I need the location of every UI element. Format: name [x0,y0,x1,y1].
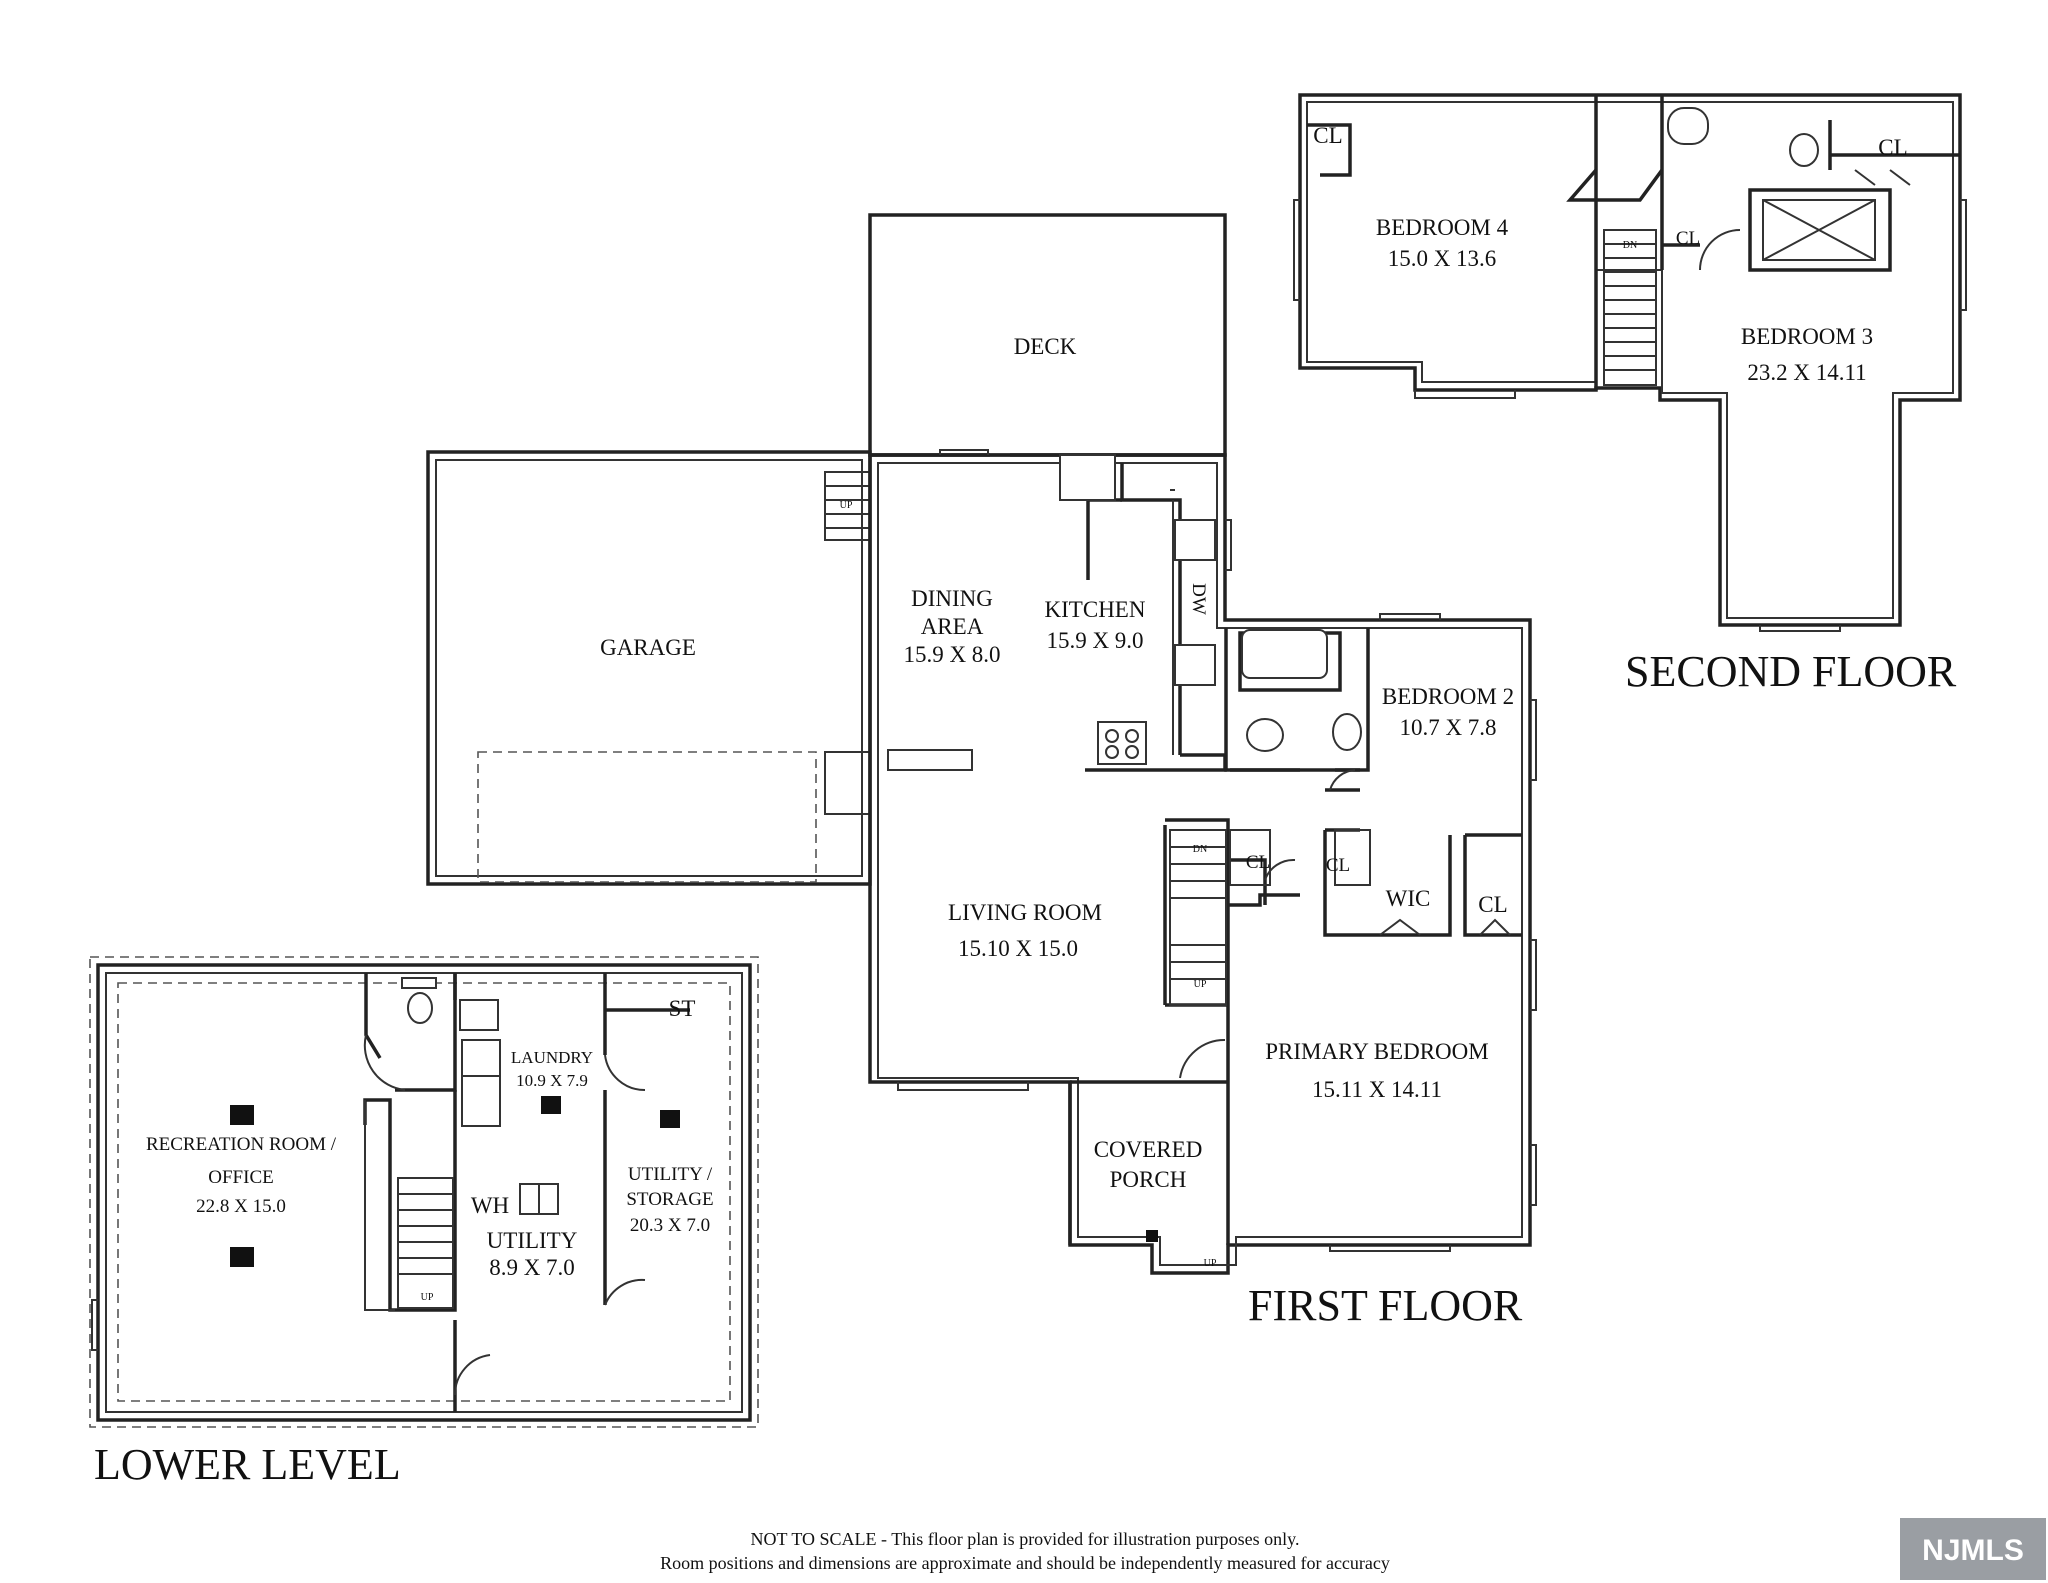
closet-label: CL [1313,123,1342,148]
bathtub-icon [1241,629,1328,679]
deck-label: DECK [1014,334,1077,359]
support-post [230,1247,254,1267]
second-floor-stairs [1603,229,1657,386]
range-icon [1097,721,1147,765]
kitchen-label: KITCHEN [1045,597,1146,622]
sink-icon [459,999,499,1031]
svg-text:NJMLS: NJMLS [1922,1534,2024,1567]
closet-label: CL [1676,228,1700,249]
dining-label-line2: AREA [921,614,984,639]
dining-dims: 15.9 X 8.0 [903,642,1000,667]
lower-level-plan: RECREATION ROOM / OFFICE 22.8 X 15.0 LAU… [89,956,759,1489]
dishwasher-label: DW [1188,583,1209,615]
bedroom3-label: BEDROOM 3 [1741,324,1873,349]
utility-dims: 8.9 X 7.0 [489,1255,575,1280]
second-floor-title: SECOND FLOOR [1625,647,1957,696]
wic-label: WIC [1386,886,1431,911]
stair-up-label: UP [421,1292,434,1303]
closet-label: CL [1246,852,1270,873]
recreation-label-line1: RECREATION ROOM / [146,1134,337,1155]
lower-level-title: LOWER LEVEL [94,1440,401,1489]
utility-storage-label-line2: STORAGE [626,1189,713,1210]
living-room-label: LIVING ROOM [948,900,1102,925]
living-room-dims: 15.10 X 15.0 [958,936,1078,961]
toilet-icon [1246,718,1284,752]
closet-label: CL [1326,855,1350,876]
primary-bedroom-label: PRIMARY BEDROOM [1265,1039,1488,1064]
toilet-icon [401,977,437,989]
utility-storage-dims: 20.3 X 7.0 [630,1215,710,1236]
stair-down-label: DN [1623,240,1637,251]
kitchen-dims: 15.9 X 9.0 [1046,628,1143,653]
water-heater-label: WH [471,1193,509,1218]
bedroom2-dims: 10.7 X 7.8 [1399,715,1496,740]
bedroom3-dims: 23.2 X 14.11 [1747,360,1866,385]
utility-label: UTILITY [487,1228,578,1253]
porch-label-line1: COVERED [1094,1137,1203,1162]
recreation-label-line2: OFFICE [208,1167,273,1188]
stair-up-label: UP [1194,979,1207,990]
njmls-logo: NJMLS [1900,1518,2046,1580]
dining-label-line1: DINING [911,586,993,611]
utility-storage-label-line1: UTILITY / [628,1164,713,1185]
first-floor-plan: DECK GARAGE UP DINING AREA 15.9 X 8.0 KI… [426,213,1537,1330]
first-floor-stairs [1169,829,1227,1006]
washer-icon [461,1039,501,1077]
stair-down-label: DN [1193,844,1207,855]
garage-label: GARAGE [600,635,696,660]
toilet-icon [1667,107,1709,145]
disclaimer-line1: NOT TO SCALE - This floor plan is provid… [751,1529,1300,1549]
porch-stair-up-label: UP [1204,1258,1217,1269]
garage [426,450,872,886]
second-floor-plan: BEDROOM 4 15.0 X 13.6 BEDROOM 3 23.2 X 1… [1293,93,1967,696]
bedroom4-label: BEDROOM 4 [1376,215,1509,240]
garage-stair-up-label: UP [840,500,853,511]
laundry-label: LAUNDRY [511,1048,593,1067]
bedroom4-dims: 15.0 X 13.6 [1388,246,1497,271]
storage-label: ST [669,996,696,1021]
toilet-icon [407,992,433,1024]
primary-bedroom-dims: 15.11 X 14.11 [1312,1077,1442,1102]
sink-icon [1332,713,1362,751]
closet-label: CL [1478,892,1507,917]
recreation-dims: 22.8 X 15.0 [196,1196,286,1217]
laundry-dims: 10.9 X 7.9 [516,1071,588,1090]
porch-label-line2: PORCH [1110,1167,1187,1192]
sink-icon [1789,133,1819,167]
support-post [660,1110,680,1128]
lower-level-stairs [397,1177,454,1309]
dryer-icon [461,1075,501,1127]
support-post [541,1096,561,1114]
closet-label: CL [1878,135,1907,160]
support-post [230,1105,254,1125]
bedroom2-label: BEDROOM 2 [1382,684,1514,709]
first-floor-title: FIRST FLOOR [1248,1281,1523,1330]
porch-post [1146,1230,1158,1242]
disclaimer-line2: Room positions and dimensions are approx… [660,1553,1390,1573]
